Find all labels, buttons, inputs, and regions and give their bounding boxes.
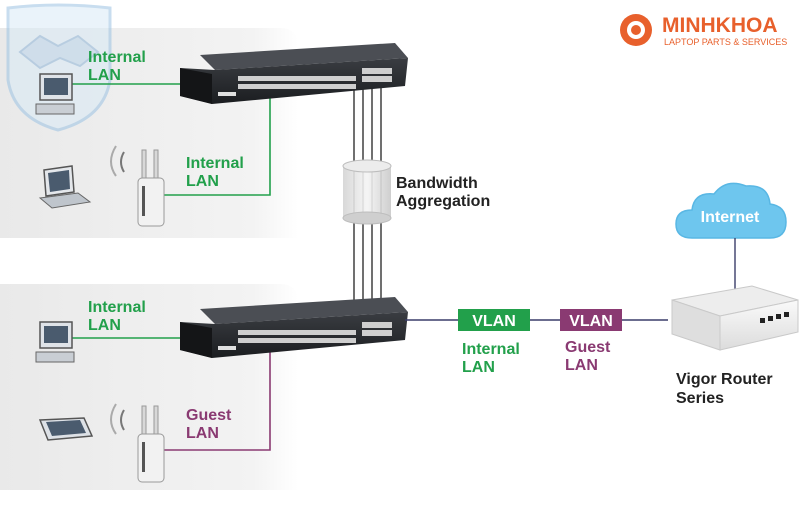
top-lan-2-line-1: Internal — [186, 155, 244, 172]
vlan-internal-badge — [458, 309, 530, 331]
top-lan-2-line-2: LAN — [186, 173, 219, 190]
desktop-computer-icon — [35, 321, 75, 363]
vlan-internal-caption-line-2: LAN — [462, 359, 495, 376]
bottom-lan-1-line-2: LAN — [88, 317, 121, 334]
bottom-lan-1-line-1: Internal — [88, 299, 146, 316]
aggregation-line-1: Bandwidth — [396, 175, 478, 192]
brand-logo: MINHKHOA LAPTOP PARTS & SERVICES — [620, 14, 787, 47]
laptop-icon — [38, 165, 92, 209]
vlan-guest-caption-line-1: Guest — [565, 339, 611, 356]
vlan-guest-badge — [560, 309, 622, 331]
vlan-internal-badge-label: VLAN — [472, 313, 516, 330]
wireless-access-point-icon — [110, 145, 165, 227]
wireless-access-point-icon — [110, 403, 165, 483]
top-network-switch-icon — [180, 43, 408, 104]
router-icon — [671, 285, 799, 351]
bottom-network-switch-icon — [180, 297, 408, 358]
desktop-computer-icon — [35, 73, 75, 115]
router-line-1: Vigor Router — [676, 371, 773, 388]
tablet-icon — [38, 417, 94, 441]
vlan-internal-caption-line-1: Internal — [462, 341, 520, 358]
vlan-guest-badge-label: VLAN — [569, 313, 613, 330]
internet-label: Internet — [701, 209, 760, 226]
aggregation-cylinder-icon — [342, 159, 392, 225]
top-lan-1-line-1: Internal — [88, 49, 146, 66]
bottom-guest-line-1: Guest — [186, 407, 232, 424]
cloud-icon — [675, 182, 787, 239]
brand-tagline: LAPTOP PARTS & SERVICES — [664, 37, 787, 47]
vlan-guest-caption-line-2: LAN — [565, 357, 598, 374]
top-lan-1-line-2: LAN — [88, 67, 121, 84]
bottom-guest-line-2: LAN — [186, 425, 219, 442]
router-line-2: Series — [676, 390, 724, 407]
brand-name: MINHKHOA — [662, 14, 778, 37]
aggregation-line-2: Aggregation — [396, 193, 490, 210]
handshake-shield-icon — [6, 3, 112, 132]
